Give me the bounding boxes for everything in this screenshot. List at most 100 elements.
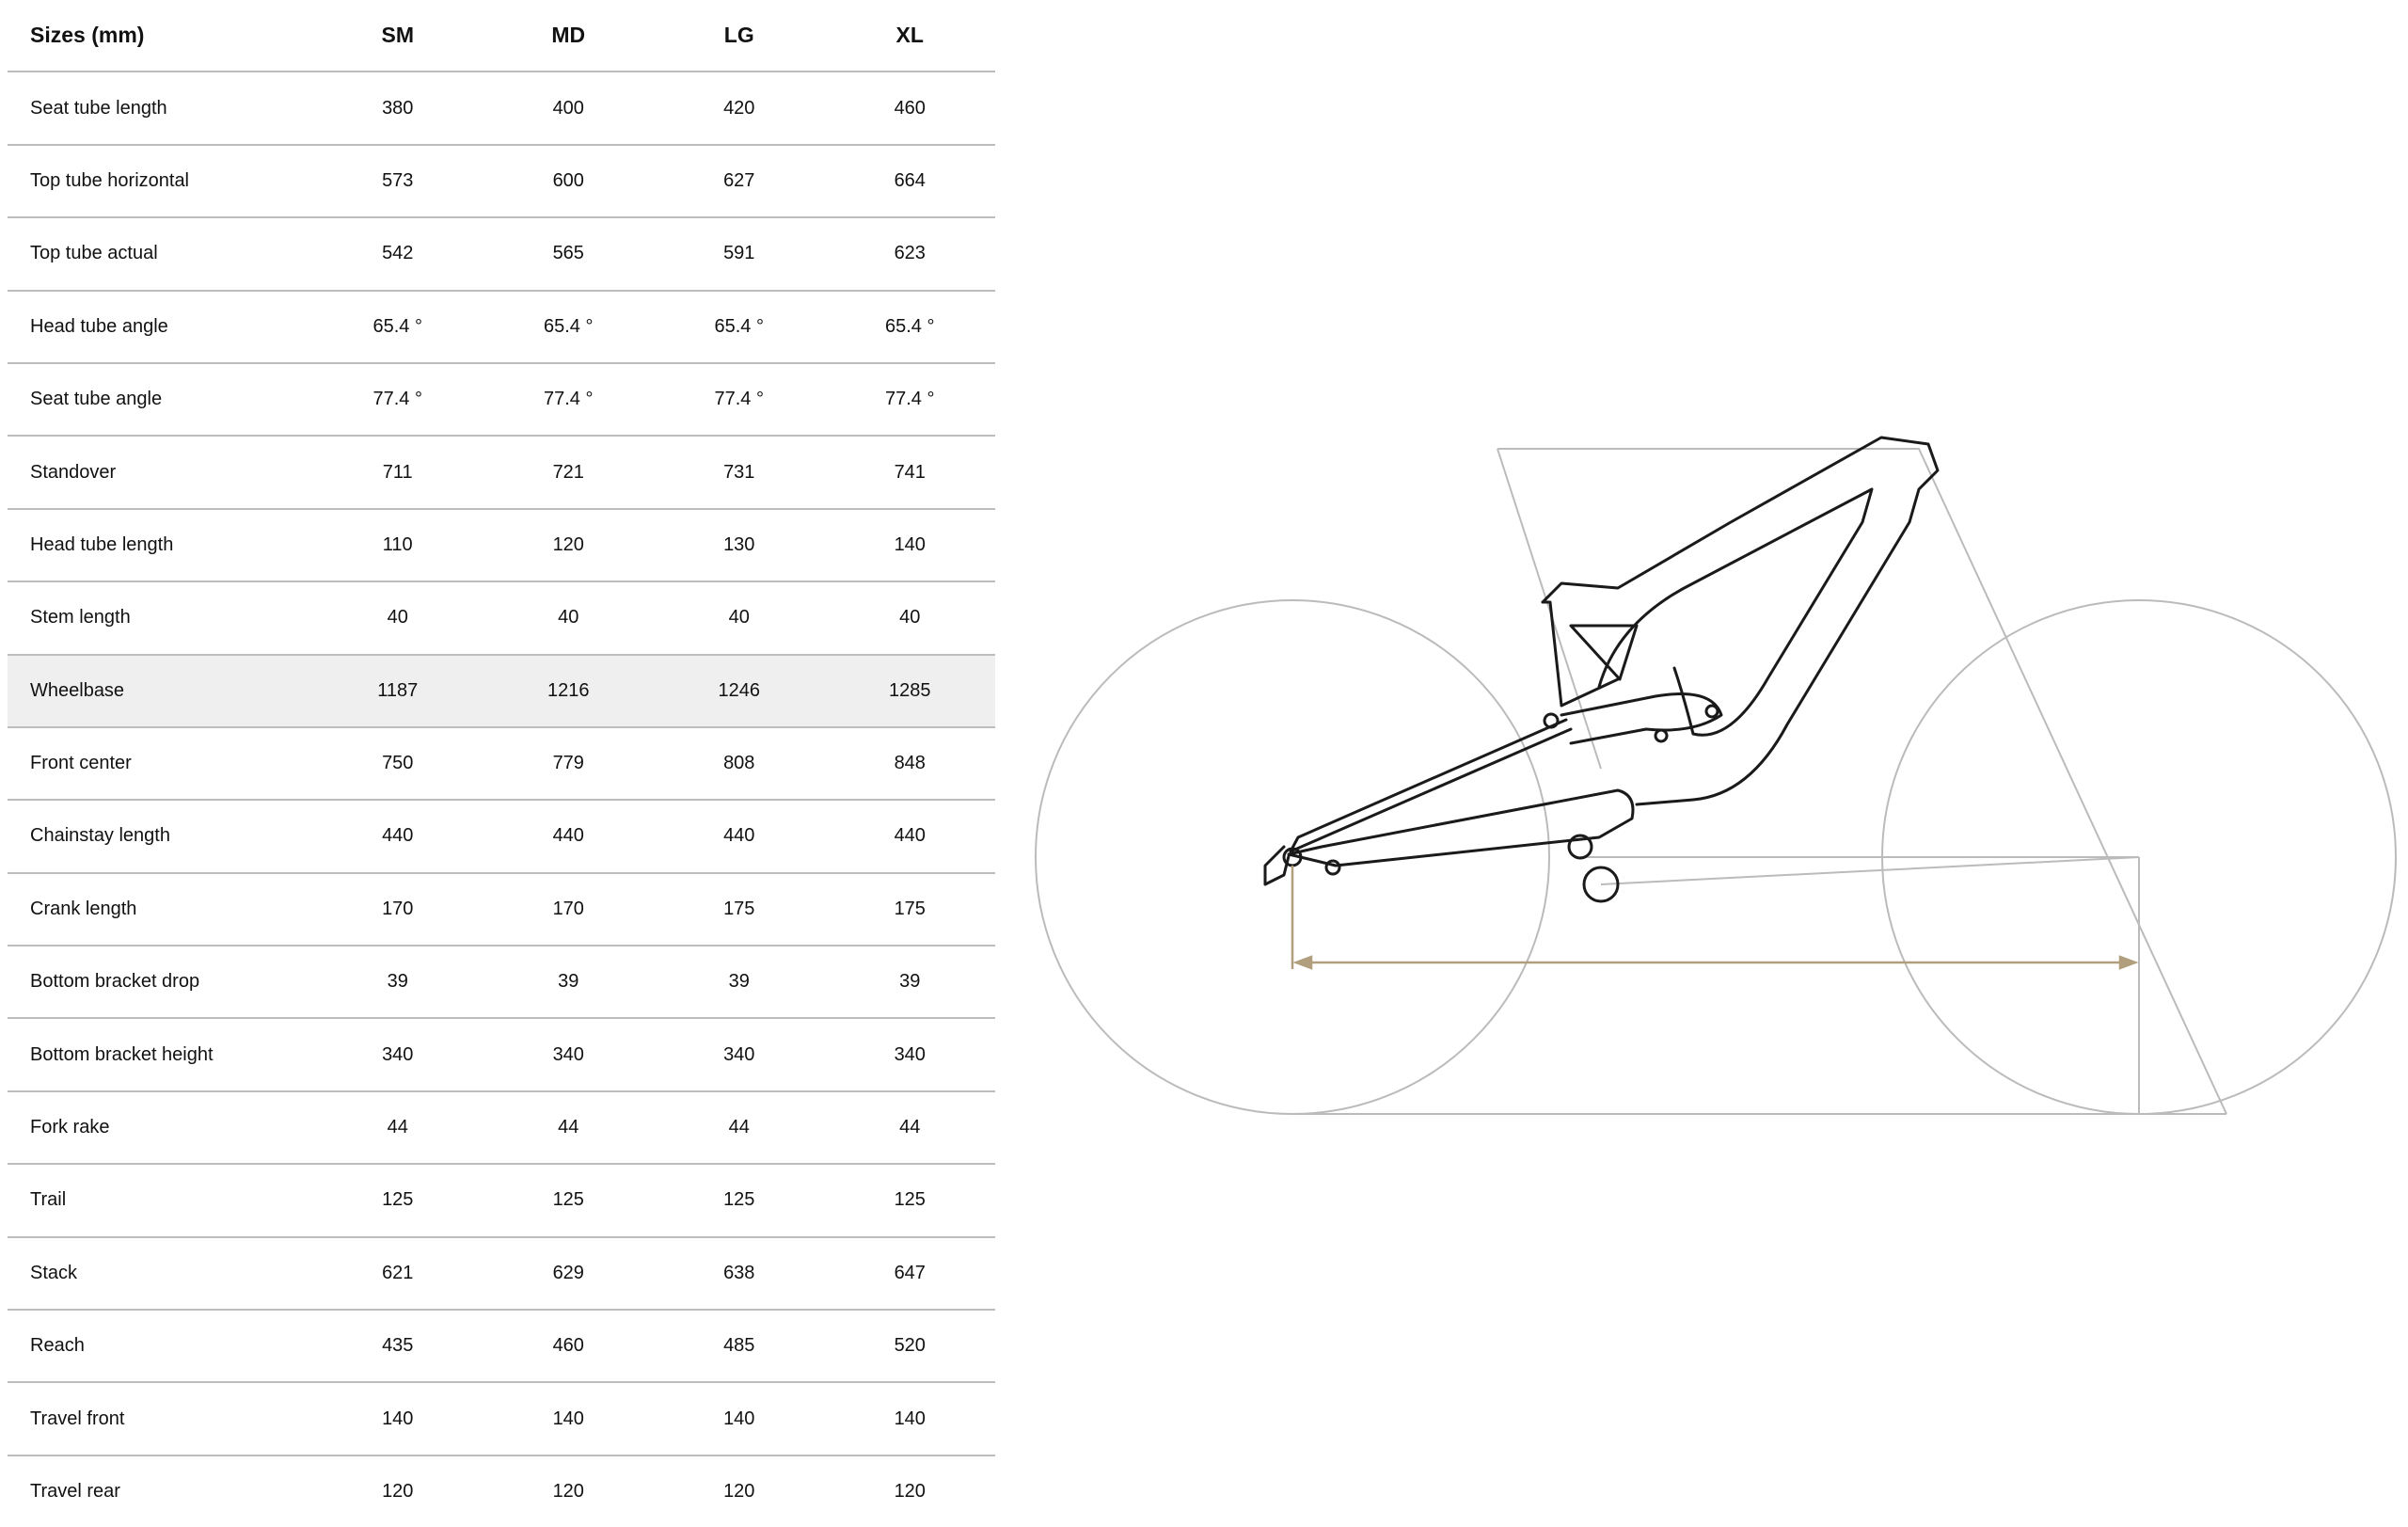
bottom-bracket — [1582, 866, 1620, 903]
cell-value-md: 629 — [483, 1236, 654, 1312]
cell-value-md: 44 — [483, 1090, 654, 1166]
row-label: Bottom bracket drop — [8, 946, 312, 1020]
cell-value-md: 340 — [483, 1018, 654, 1092]
header-size-md: MD — [483, 0, 654, 73]
row-label: Stack — [8, 1236, 312, 1312]
cell-value-md: 140 — [483, 1382, 654, 1456]
cell-value-xl: 623 — [824, 217, 995, 292]
bike-geometry-diagram — [1035, 436, 2397, 1115]
bb-to-front-guide — [1600, 856, 2140, 885]
cell-value-lg: 140 — [654, 1382, 825, 1456]
cell-value-md: 39 — [483, 946, 654, 1020]
cell-value-xl: 140 — [824, 508, 995, 583]
cell-value-lg: 485 — [654, 1310, 825, 1384]
wheelbase-arrowhead-left — [1292, 955, 1313, 970]
cell-value-lg: 44 — [654, 1090, 825, 1166]
seat-tube-guide — [1497, 448, 1602, 770]
cell-value-lg: 40 — [654, 581, 825, 656]
header-row: Sizes (mm) SM MD LG XL — [8, 0, 995, 73]
cell-value-md: 779 — [483, 726, 654, 802]
cell-value-lg: 77.4 ° — [654, 362, 825, 437]
geometry-guide-lines — [1497, 448, 2227, 1115]
cell-value-md: 721 — [483, 436, 654, 510]
header-size-xl: XL — [824, 0, 995, 73]
cell-value-lg: 175 — [654, 872, 825, 947]
row-label: Chainstay length — [8, 800, 312, 874]
cell-value-xl: 140 — [824, 1382, 995, 1456]
rocker-pivot-2 — [1654, 728, 1669, 743]
cell-value-lg: 420 — [654, 72, 825, 146]
cell-value-lg: 627 — [654, 144, 825, 219]
cell-value-sm: 1187 — [312, 654, 483, 728]
row-label: Seat tube angle — [8, 362, 312, 437]
row-label: Head tube angle — [8, 290, 312, 364]
cell-value-sm: 44 — [312, 1090, 483, 1166]
rear-wheel-circle — [1035, 599, 1550, 1115]
cell-value-xl: 44 — [824, 1090, 995, 1166]
row-label: Fork rake — [8, 1090, 312, 1166]
cell-value-md: 170 — [483, 872, 654, 947]
main-pivot — [1567, 834, 1593, 860]
cell-value-md: 125 — [483, 1164, 654, 1238]
rocker-pivot-3 — [1704, 704, 1719, 719]
row-label: Standover — [8, 436, 312, 510]
cell-value-sm: 40 — [312, 581, 483, 656]
cell-value-sm: 65.4 ° — [312, 290, 483, 364]
rear-dropout — [1263, 845, 1291, 886]
seat-stay — [1289, 718, 1573, 853]
cell-value-md: 440 — [483, 800, 654, 874]
cell-value-xl: 848 — [824, 726, 995, 802]
cell-value-sm: 125 — [312, 1164, 483, 1238]
cell-value-xl: 120 — [894, 1481, 926, 1502]
cell-value-lg: 638 — [654, 1236, 825, 1312]
rocker-link — [1560, 692, 1723, 745]
cell-value-lg: 340 — [654, 1018, 825, 1092]
cell-value-sm: 170 — [312, 872, 483, 947]
cell-value-sm: 140 — [312, 1382, 483, 1456]
cell-value-xl: 440 — [824, 800, 995, 874]
wheelbase-dimension — [1291, 866, 2139, 970]
cell-value-xl: 175 — [824, 872, 995, 947]
cell-value-lg: 1246 — [654, 654, 825, 728]
row-label: Head tube length — [8, 508, 312, 583]
row-label: Travel rear — [30, 1481, 120, 1502]
row-label: Trail — [8, 1164, 312, 1238]
cell-value-md: 600 — [483, 144, 654, 219]
cell-value-lg: 39 — [654, 946, 825, 1020]
cell-value-xl: 647 — [824, 1236, 995, 1312]
cell-value-md: 65.4 ° — [483, 290, 654, 364]
frame-inner-triangle — [1597, 487, 1874, 737]
cell-value-sm: 340 — [312, 1018, 483, 1092]
cell-value-md: 400 — [483, 72, 654, 146]
cell-value-sm: 120 — [382, 1481, 414, 1502]
cell-value-sm: 380 — [312, 72, 483, 146]
cell-value-sm: 750 — [312, 726, 483, 802]
cell-value-sm: 711 — [312, 436, 483, 510]
row-label: Wheelbase — [8, 654, 312, 728]
row-label: Stem length — [8, 581, 312, 656]
cell-value-xl: 1285 — [824, 654, 995, 728]
cell-value-sm: 573 — [312, 144, 483, 219]
cell-value-xl: 664 — [824, 144, 995, 219]
row-label: Front center — [8, 726, 312, 802]
cell-value-lg: 120 — [723, 1481, 755, 1502]
cell-value-xl: 340 — [824, 1018, 995, 1092]
